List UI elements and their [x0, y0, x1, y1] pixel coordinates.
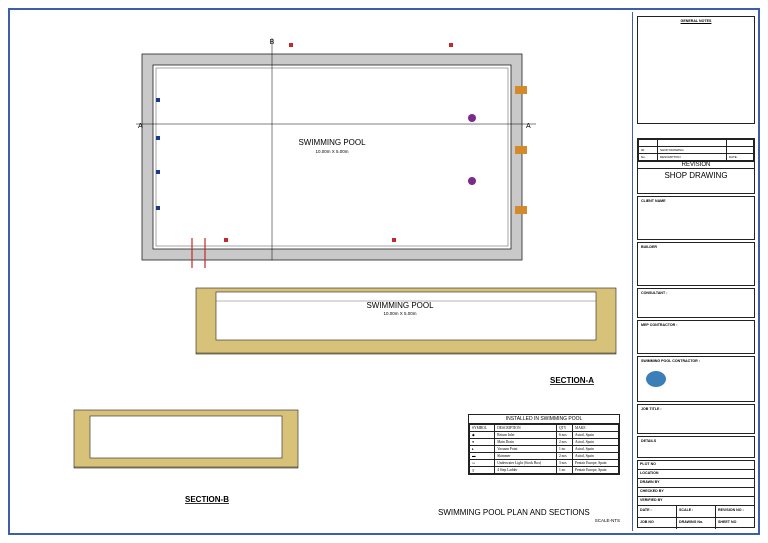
- section-b-label: SECTION-B: [185, 495, 229, 504]
- legend-qty: 1 no: [555, 445, 574, 453]
- table-row: ▭ Underwater Light (Stock Box) 3 nos Pen…: [468, 459, 619, 467]
- revision-cell: REVISION NO :: [718, 508, 744, 512]
- legend-description: Underwater Light (Stock Box): [494, 459, 557, 467]
- return-inlet-icon: ◆: [468, 431, 496, 439]
- revision-number: 00: [638, 146, 658, 154]
- legend-make: Pentair Europe, Spain: [572, 466, 619, 474]
- ladder-icon: ╥: [468, 466, 496, 474]
- legend-caption: INSTALLED IN SWIMMING POOL: [469, 415, 619, 424]
- legend-description: Skimmer: [494, 452, 557, 460]
- legend-header-make: MAKE: [572, 424, 619, 432]
- details-label: DETAILS: [641, 439, 657, 443]
- sheet-title-group: SWIMMING POOL PLAN AND SECTIONS SCALE-NT…: [438, 508, 620, 523]
- legend-make: Astral, Spain: [572, 438, 619, 446]
- drawing-type: SHOP DRAWING: [638, 168, 754, 180]
- section-a-label: SECTION-A: [550, 376, 594, 385]
- legend-header-description: DESCRIPTION: [494, 424, 557, 432]
- legend-header-qty: QTY: [555, 424, 574, 432]
- section-a-pool-size: 10.00m X 5.00m: [383, 311, 416, 316]
- legend-make: Astral, Spain: [572, 431, 619, 439]
- table-row: ● Main Drain 2 nos Astral, Spain: [468, 438, 619, 446]
- mep-label: MEP CONTRACTOR :: [641, 323, 678, 327]
- section-b-view: SECTION-B: [73, 409, 299, 504]
- rev-header-description: DESCRIPTION: [657, 153, 727, 161]
- client-box: CLIENT NAME: [637, 196, 755, 240]
- notes-heading: GENERAL NOTES: [680, 19, 712, 23]
- table-row: ╥ 4 Step Ladder 1 no Pentair Europe, Spa…: [468, 466, 619, 474]
- drawn-label: DRAWN BY: [638, 478, 754, 487]
- date-label: DATE :: [638, 506, 677, 517]
- legend-description: Main Drain: [494, 438, 557, 446]
- drawing-no-label: DRAWING No.: [677, 518, 716, 529]
- legend-qty: 2 nos: [555, 438, 574, 446]
- rev-header-date: DATE: [726, 153, 754, 161]
- section-a-pool-title: SWIMMING POOL: [366, 301, 434, 310]
- job-drawing-row: JOB NO DRAWING No. SHEET NO: [638, 517, 754, 529]
- skimmer-icon: ▬: [468, 452, 496, 460]
- scale-label: SCALE :: [677, 506, 716, 517]
- legend-make: Astral, Spain: [572, 452, 619, 460]
- section-a-view: SWIMMING POOL 10.00m X 5.00m SECTION-A: [195, 287, 617, 385]
- legend-qty: 1 no: [555, 466, 574, 474]
- section-marker-a-left: A: [138, 123, 143, 130]
- sheet-label: SHEET NO: [718, 520, 737, 524]
- rev-header-no: No.: [638, 153, 658, 161]
- sheet-title: SWIMMING POOL PLAN AND SECTIONS: [438, 508, 590, 517]
- checked-label: CHECKED BY: [638, 487, 754, 496]
- revision-block: 00 SHOP DRAWING No. DESCRIPTION DATE REV…: [637, 138, 755, 194]
- table-row: ▸ Vacuum Point 1 no Astral, Spain: [468, 445, 619, 453]
- section-marker-b: B: [270, 39, 275, 46]
- pool-contractor-box: SWIMMING POOL CONTRACTOR :: [637, 356, 755, 402]
- pool-contractor-label: SWIMMING POOL CONTRACTOR :: [641, 359, 700, 363]
- plan-title: SWIMMING POOL: [298, 138, 366, 147]
- table-row: ◆ Return Inlet 6 nos Astral, Spain: [468, 431, 619, 439]
- drawing-info-box: PLOT NO LOCATION DRAWN BY CHECKED BY VER…: [637, 460, 755, 529]
- consultant-label: CONSULTANT :: [641, 291, 668, 295]
- legend-table: SYMBOL DESCRIPTION QTY MAKE ◆ Return Inl…: [468, 424, 619, 474]
- legend-make: Astral, Spain: [572, 445, 619, 453]
- plot-label: PLOT NO: [640, 462, 656, 466]
- cad-drawing: B A A SWIMMING POOL 10.00m X 5.00m SWIMM…: [73, 38, 620, 523]
- legend-description: 4 Step Ladder: [494, 466, 557, 474]
- company-logo-icon: [646, 371, 666, 387]
- drawing-sheet: B A A SWIMMING POOL 10.00m X 5.00m SWIMM…: [8, 8, 760, 535]
- vacuum-point-icon: ▸: [468, 445, 496, 453]
- fittings-legend: INSTALLED IN SWIMMING POOL SYMBOL DESCRI…: [468, 414, 620, 475]
- verified-label: VERIFIED BY: [638, 496, 754, 505]
- legend-description: Return Inlet: [494, 431, 557, 439]
- mep-box: MEP CONTRACTOR :: [637, 320, 755, 354]
- job-title-box: JOB TITLE :: [637, 404, 755, 434]
- legend-make: Pentair Europe, Spain: [572, 459, 619, 467]
- details-box: DETAILS: [637, 436, 755, 458]
- revision-table: 00 SHOP DRAWING No. DESCRIPTION DATE: [638, 139, 754, 161]
- legend-description: Vacuum Point: [494, 445, 557, 453]
- sheet-scale: SCALE-NTS: [595, 518, 620, 523]
- location-label: LOCATION: [638, 469, 754, 478]
- revision-description: SHOP DRAWING: [657, 146, 727, 154]
- plan-size: 10.00m X 5.00m: [315, 149, 348, 154]
- underwater-light-icon: ▭: [468, 459, 496, 467]
- section-marker-a-right: A: [526, 123, 531, 130]
- plan-view: B A A SWIMMING POOL 10.00m X 5.00m: [136, 38, 536, 268]
- legend-qty: 3 nos: [555, 459, 574, 467]
- builder-box: BUILDER: [637, 242, 755, 286]
- revision-label: REVISION: [638, 161, 754, 168]
- table-row: ▬ Skimmer 2 nos Astral, Spain: [468, 452, 619, 460]
- job-title-label: JOB TITLE :: [641, 407, 662, 411]
- general-notes: GENERAL NOTES: [637, 16, 755, 124]
- main-drain-icon: ●: [468, 438, 496, 446]
- drawing-area: B A A SWIMMING POOL 10.00m X 5.00m SWIMM…: [10, 10, 630, 533]
- legend-qty: 2 nos: [555, 452, 574, 460]
- builder-label: BUILDER: [641, 245, 657, 249]
- job-label: JOB NO: [638, 518, 677, 529]
- date-scale-row: DATE : SCALE : REVISION NO :: [638, 505, 754, 517]
- legend-header-symbol: SYMBOL: [468, 424, 496, 432]
- legend-qty: 6 nos: [555, 431, 574, 439]
- consultant-box: CONSULTANT :: [637, 288, 755, 318]
- title-block: GENERAL NOTES 00 SHOP DRAWING No. DESCRI…: [632, 12, 759, 531]
- client-label: CLIENT NAME: [641, 199, 666, 203]
